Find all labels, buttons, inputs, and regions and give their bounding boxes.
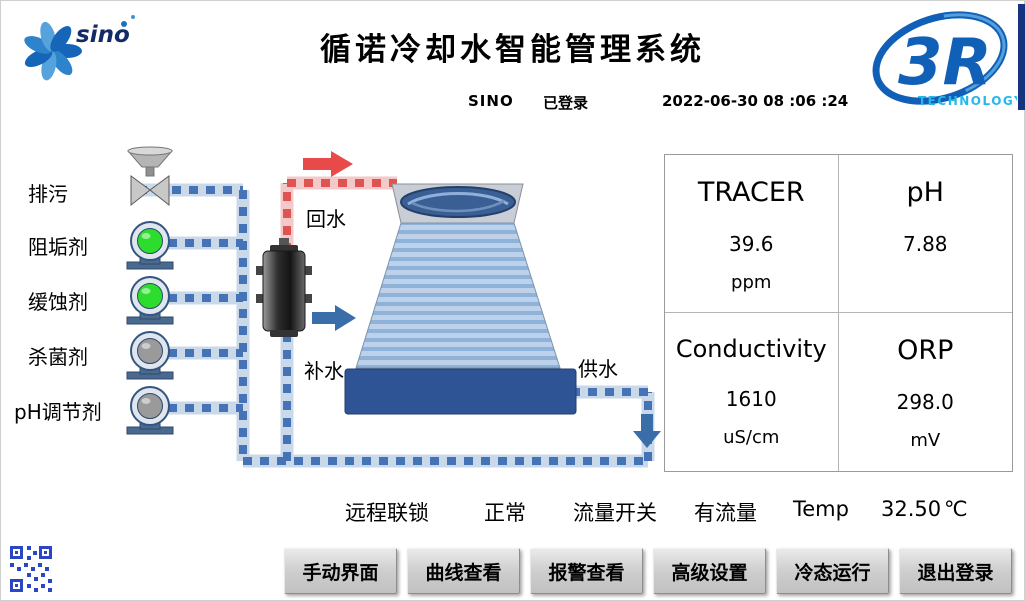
pinwheel-icon	[24, 21, 82, 81]
flow-arrow-makeup-icon	[312, 305, 356, 331]
cold-mode-button[interactable]: 冷态运行	[776, 548, 889, 594]
flow-switch-status: 有流量	[694, 501, 757, 525]
advanced-settings-button[interactable]: 高级设置	[653, 548, 766, 594]
pump-ph-adjuster	[126, 386, 174, 435]
logo-dot	[121, 21, 127, 27]
label-ph-adjuster: pH调节剂	[14, 400, 102, 424]
temp-unit: ℃	[944, 497, 968, 521]
flow-arrow-return-icon	[303, 151, 353, 177]
qr-code	[8, 540, 54, 594]
datetime: 2022-06-30 08 :06 :24	[662, 92, 849, 110]
label-scale-inhibitor: 阻垢剂	[28, 235, 88, 259]
cooling-tower	[344, 183, 577, 415]
metric-unit: ppm	[731, 272, 772, 293]
label-biocide: 杀菌剂	[28, 345, 88, 369]
temp-label: Temp	[793, 497, 849, 521]
metric-name: ORP	[897, 335, 954, 366]
label-corrosion-inhibitor: 缓蚀剂	[28, 290, 88, 314]
temp-value: 32.50	[881, 497, 942, 521]
nav-buttons: 手动界面 曲线查看 报警查看 高级设置 冷态运行 退出登录	[284, 548, 1012, 594]
metric-name: Conductivity	[675, 335, 827, 363]
flow-arrow-supply-down-icon	[633, 414, 661, 448]
remote-interlock-status: 正常	[484, 501, 526, 525]
sino-logo-text: sino	[76, 22, 130, 48]
metric-unit: mV	[910, 430, 941, 451]
label-supply-water: 供水	[578, 357, 618, 381]
pump-corrosion-inhibitor	[126, 276, 174, 325]
pump-scale-inhibitor	[126, 221, 174, 270]
3r-logo-subtext: TECHNOLOGY	[918, 94, 1017, 108]
logged-in-user: SINO	[468, 92, 514, 110]
logo-dot	[131, 15, 135, 19]
sino-logo: sino	[24, 15, 135, 81]
curve-view-button[interactable]: 曲线查看	[407, 548, 520, 594]
tower-body	[355, 222, 561, 369]
metric-value: 7.88	[902, 232, 948, 256]
metric-value: 39.6	[728, 232, 774, 256]
tower-fan-icon	[400, 186, 516, 218]
metric-orp: ORP 298.0 mV	[839, 313, 1013, 471]
metric-name: pH	[906, 177, 944, 208]
fan-housing	[391, 183, 524, 224]
metric-unit: uS/cm	[723, 427, 780, 448]
pipe-blue-network	[138, 183, 655, 468]
manual-screen-button[interactable]: 手动界面	[284, 548, 397, 594]
right-edge-bar	[1018, 4, 1025, 110]
metric-value: 298.0	[896, 390, 954, 414]
filter-vessel	[256, 238, 312, 337]
logout-button[interactable]: 退出登录	[899, 548, 1012, 594]
metric-ph: pH 7.88	[838, 155, 1012, 313]
3r-logo-text: 3R	[898, 26, 992, 100]
metric-value: 1610	[725, 387, 777, 411]
label-makeup-water: 补水	[304, 359, 344, 383]
page-title: 循诺冷却水智能管理系统	[320, 32, 705, 68]
login-status: 已登录	[543, 94, 589, 112]
label-return-water: 回水	[306, 207, 346, 231]
flow-switch-label: 流量开关	[573, 501, 657, 525]
remote-interlock-label: 远程联锁	[345, 501, 429, 525]
metric-conductivity: Conductivity 1610 uS/cm	[665, 313, 839, 471]
3r-swoosh-highlight	[874, 13, 1006, 103]
tower-basin	[344, 368, 577, 415]
label-blowdown: 排污	[28, 182, 68, 206]
blowdown-valve	[126, 146, 174, 207]
metric-name: TRACER	[697, 177, 805, 208]
alarm-view-button[interactable]: 报警查看	[530, 548, 643, 594]
3r-logo: 3R TECHNOLOGY	[872, 11, 1017, 108]
metrics-panel: TRACER 39.6 ppm pH 7.88 Conductivity 161…	[664, 154, 1013, 472]
metric-tracer: TRACER 39.6 ppm	[665, 155, 839, 313]
pump-biocide	[126, 331, 174, 380]
